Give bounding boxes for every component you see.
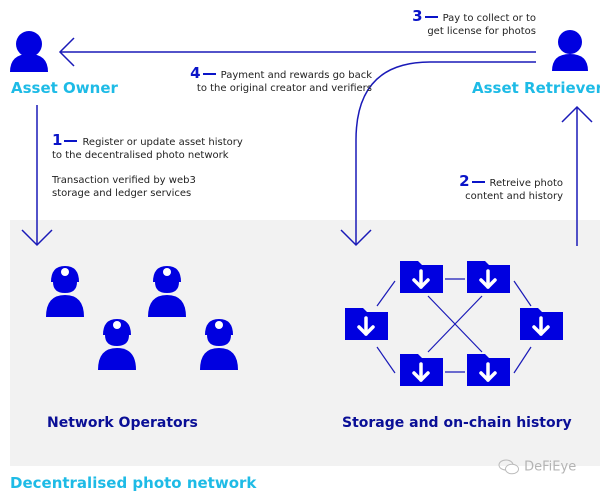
step-text: Payment and rewards go back (220, 70, 372, 81)
step-2: 2 Retreive photo content and history (459, 172, 564, 203)
step-text: to the decentralised photo network (52, 150, 229, 161)
step-number: 4 (190, 64, 201, 82)
storage-label: Storage and on-chain history (342, 415, 572, 431)
arrow-to-storage (355, 61, 536, 245)
step-number: 3 (412, 7, 423, 25)
step-note: Transaction verified by web3 storage and… (52, 174, 243, 200)
arrowhead-down-operators (21, 229, 53, 247)
arrowhead-up-retriever (561, 105, 593, 123)
step-text: Retreive photo (489, 178, 564, 189)
step-text: get license for photos (427, 26, 536, 37)
asset-owner-label: Asset Owner (11, 79, 118, 97)
miner-icon (200, 319, 238, 370)
miner-icon (148, 266, 186, 317)
watermark-text: DeFiEye (524, 459, 577, 475)
folder-download-icon (400, 354, 443, 386)
miner-icon (46, 266, 84, 317)
wechat-icon (498, 459, 520, 475)
network-label: Decentralised photo network (10, 474, 257, 492)
step-note-line: Transaction verified by web3 (52, 175, 196, 186)
step-text: to the original creator and verifiers (196, 83, 372, 94)
arrowhead-down-storage (340, 229, 372, 247)
step-number: 2 (459, 172, 470, 190)
asset-retriever-label: Asset Retriever (472, 79, 600, 97)
arrowhead-left (58, 37, 75, 67)
step-text: Register or update asset history (82, 137, 243, 148)
folder-download-icon (345, 308, 388, 340)
folder-download-icon (467, 261, 510, 293)
storage-links (376, 278, 532, 374)
watermark: DeFiEye (498, 459, 576, 475)
miner-icon (98, 319, 136, 370)
step-note-line: storage and ledger services (52, 188, 192, 199)
folder-download-icon (400, 261, 443, 293)
person-icon (552, 30, 588, 71)
folder-download-icon (520, 308, 563, 340)
folder-download-icon (467, 354, 510, 386)
step-4: 4 Payment and rewards go back to the orig… (190, 64, 372, 95)
step-text: Pay to collect or to (442, 13, 536, 24)
step-number: 1 (52, 131, 63, 149)
step-text: content and history (465, 191, 563, 202)
step-1: 1 Register or update asset history to the… (52, 131, 243, 200)
network-operators-label: Network Operators (47, 415, 198, 431)
person-icon (10, 31, 48, 72)
step-3: 3 Pay to collect or to get license for ph… (412, 7, 536, 38)
